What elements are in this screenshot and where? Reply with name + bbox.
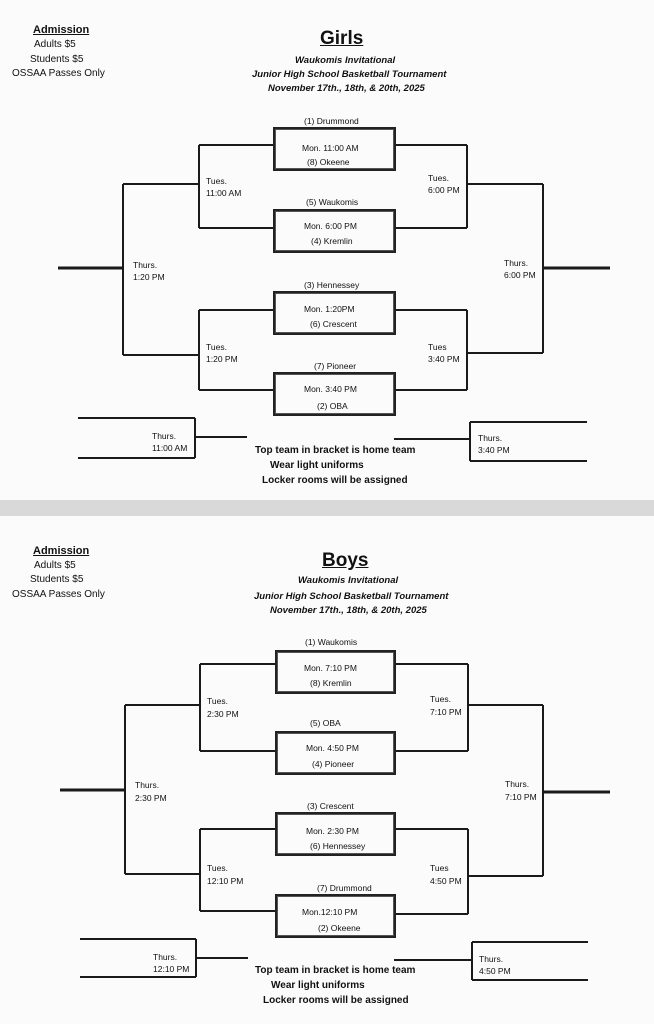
team-seed-label: (2) OBA bbox=[317, 401, 348, 411]
team-seed-label: (1) Waukomis bbox=[305, 637, 358, 647]
game-box bbox=[275, 812, 396, 856]
semi-day: Tues. bbox=[206, 176, 227, 186]
semi-day: Tues. bbox=[428, 173, 449, 183]
final-day: Thurs. bbox=[133, 260, 158, 270]
game-time: Mon. 1:20PM bbox=[304, 304, 355, 314]
subtitle-tournament: Junior High School Basketball Tournament bbox=[252, 69, 447, 80]
subtitle-dates: November 17th., 18th, & 20th, 2025 bbox=[270, 605, 427, 616]
team-seed-label: (8) Okeene bbox=[307, 157, 350, 167]
team-seed-label: (4) Pioneer bbox=[312, 759, 355, 769]
girls-bracket-lines bbox=[58, 144, 610, 462]
game-time: Mon. 11:00 AM bbox=[302, 143, 359, 153]
subtitle-dates: November 17th., 18th, & 20th, 2025 bbox=[268, 83, 425, 94]
boys-bracket-lines bbox=[60, 663, 610, 981]
semi-day: Tues. bbox=[207, 696, 228, 706]
final-day: Thurs. bbox=[135, 780, 160, 790]
note-uniforms: Wear light uniforms bbox=[270, 460, 364, 471]
team-seed-label: (3) Crescent bbox=[307, 801, 354, 811]
consolation-time: 11:00 AM bbox=[152, 443, 188, 453]
boys-bracket-sheet: Admission Adults $5 Students $5 OSSAA Pa… bbox=[0, 516, 654, 1024]
semi-time: 1:20 PM bbox=[206, 354, 238, 364]
note-locker-rooms: Locker rooms will be assigned bbox=[262, 475, 408, 486]
team-seed-label: (7) Pioneer bbox=[314, 361, 357, 371]
semi-time: 3:40 PM bbox=[428, 354, 460, 364]
note-home-team: Top team in bracket is home team bbox=[255, 445, 416, 456]
team-seed-label: (8) Kremlin bbox=[310, 678, 352, 688]
admission-passes: OSSAA Passes Only bbox=[12, 589, 105, 600]
team-seed-label: (1) Drummond bbox=[304, 116, 359, 126]
final-day: Thurs. bbox=[505, 779, 530, 789]
semi-day: Tues. bbox=[430, 694, 451, 704]
page-title: Girls bbox=[320, 28, 364, 49]
game-box bbox=[273, 127, 396, 171]
game-time: Mon. 3:40 PM bbox=[304, 384, 357, 394]
team-seed-label: (6) Crescent bbox=[310, 319, 357, 329]
game-time: Mon. 4:50 PM bbox=[306, 743, 359, 753]
semi-day: Tues. bbox=[207, 863, 228, 873]
note-uniforms: Wear light uniforms bbox=[271, 980, 365, 991]
game-time: Mon.12:10 PM bbox=[302, 907, 358, 917]
subtitle-tournament: Junior High School Basketball Tournament bbox=[254, 591, 449, 602]
girls-bracket-sheet: Admission Adults $5 Students $5 OSSAA Pa… bbox=[0, 0, 654, 500]
final-time: 2:30 PM bbox=[135, 793, 167, 803]
semi-time: 11:00 AM bbox=[206, 188, 242, 198]
admission-adults: Adults $5 bbox=[34, 560, 76, 571]
team-seed-label: (6) Hennessey bbox=[310, 841, 366, 851]
consolation-time: 3:40 PM bbox=[478, 445, 510, 455]
semi-time: 4:50 PM bbox=[430, 876, 462, 886]
consolation-day: Thurs. bbox=[152, 431, 177, 441]
final-time: 1:20 PM bbox=[133, 272, 165, 282]
semi-day: Tues bbox=[430, 863, 449, 873]
semi-day: Tues. bbox=[206, 342, 227, 352]
game-time: Mon. 6:00 PM bbox=[304, 221, 357, 231]
game-box bbox=[275, 894, 396, 938]
admission-adults: Adults $5 bbox=[34, 39, 76, 50]
semi-time: 12:10 PM bbox=[207, 876, 244, 886]
team-seed-label: (4) Kremlin bbox=[311, 236, 353, 246]
team-seed-label: (2) Okeene bbox=[318, 923, 361, 933]
game-box bbox=[273, 209, 396, 253]
team-seed-label: (5) Waukomis bbox=[306, 197, 359, 207]
consolation-day: Thurs. bbox=[153, 952, 178, 962]
semi-day: Tues bbox=[428, 342, 447, 352]
final-time: 7:10 PM bbox=[505, 792, 537, 802]
game-time: Mon. 7:10 PM bbox=[304, 663, 357, 673]
semi-time: 6:00 PM bbox=[428, 185, 460, 195]
admission-students: Students $5 bbox=[30, 574, 84, 585]
game-time: Mon. 2:30 PM bbox=[306, 826, 359, 836]
consolation-time: 4:50 PM bbox=[479, 966, 511, 976]
page-title: Boys bbox=[322, 550, 369, 571]
final-day: Thurs. bbox=[504, 258, 529, 268]
admission-heading: Admission bbox=[33, 24, 90, 36]
subtitle-invitational: Waukomis Invitational bbox=[295, 55, 396, 66]
consolation-day: Thurs. bbox=[478, 433, 503, 443]
team-seed-label: (3) Hennessey bbox=[304, 280, 360, 290]
team-seed-label: (5) OBA bbox=[310, 718, 341, 728]
consolation-day: Thurs. bbox=[479, 954, 504, 964]
team-seed-label: (7) Drummond bbox=[317, 883, 372, 893]
admission-students: Students $5 bbox=[30, 54, 84, 65]
semi-time: 2:30 PM bbox=[207, 709, 239, 719]
game-box bbox=[273, 291, 396, 335]
subtitle-invitational: Waukomis Invitational bbox=[298, 575, 399, 586]
admission-heading: Admission bbox=[33, 545, 90, 557]
game-box bbox=[275, 650, 396, 694]
admission-passes: OSSAA Passes Only bbox=[12, 68, 105, 79]
note-locker-rooms: Locker rooms will be assigned bbox=[263, 995, 409, 1006]
final-time: 6:00 PM bbox=[504, 270, 536, 280]
consolation-time: 12:10 PM bbox=[153, 964, 190, 974]
game-box bbox=[273, 372, 396, 416]
semi-time: 7:10 PM bbox=[430, 707, 462, 717]
note-home-team: Top team in bracket is home team bbox=[255, 965, 416, 976]
game-box bbox=[275, 731, 396, 775]
